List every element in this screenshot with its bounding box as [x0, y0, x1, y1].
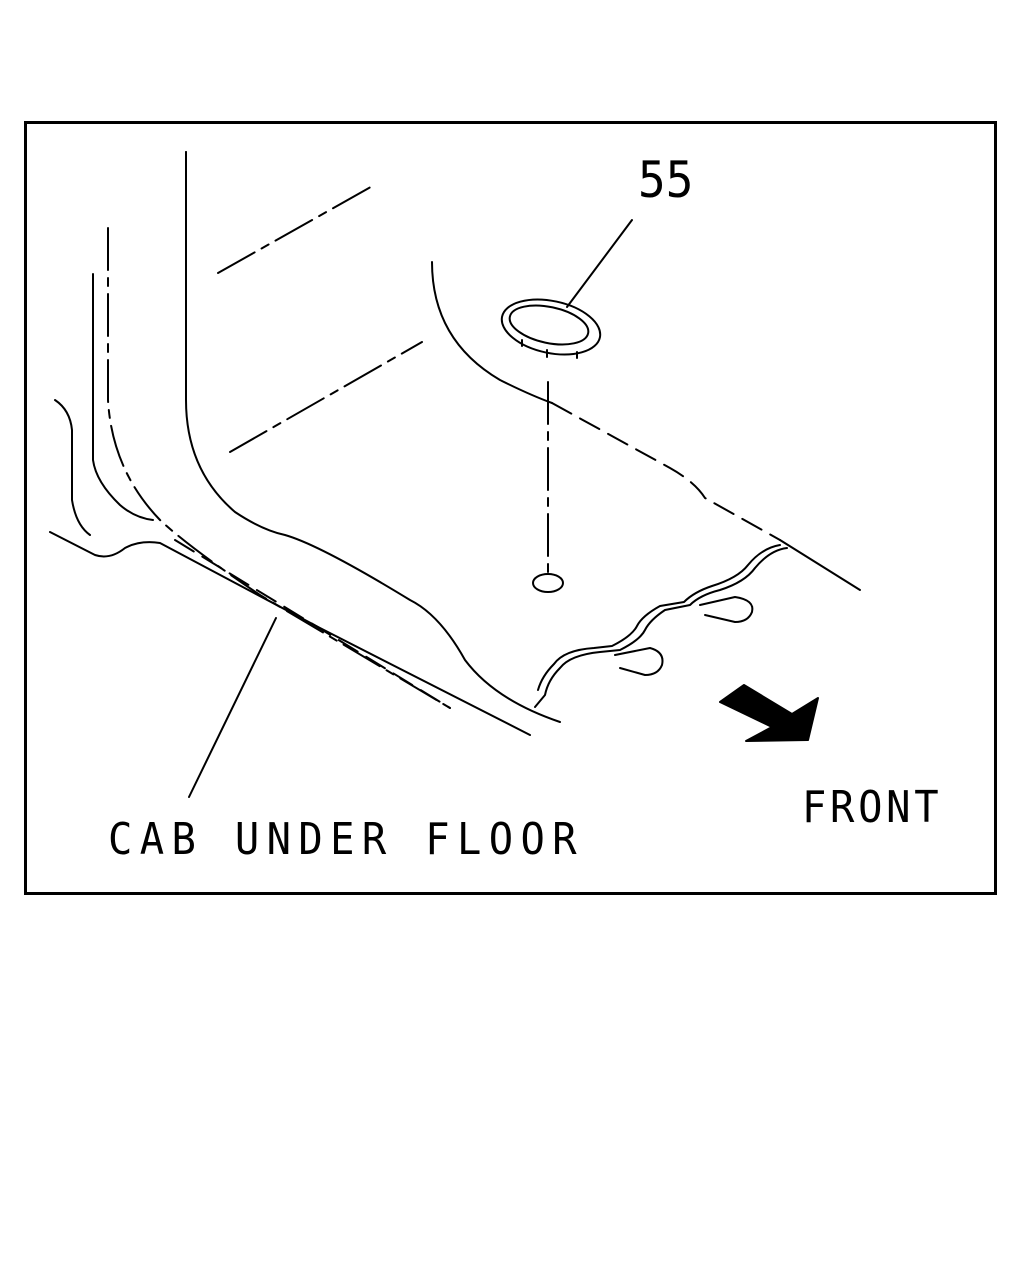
plug-outer	[500, 298, 602, 356]
floor-right-line	[779, 539, 861, 591]
floor-tab-left	[614, 647, 664, 676]
floor-front-edge-inner	[537, 544, 781, 691]
floor-curve	[431, 261, 553, 404]
floor-dash-edge	[551, 402, 781, 541]
hidden-line-lower	[229, 341, 423, 453]
pillar-outer-line	[92, 273, 154, 521]
part-number-label: 55	[638, 151, 694, 209]
front-direction-label: FRONT	[802, 782, 943, 833]
floor-front-edge	[534, 547, 788, 708]
cab-under-floor-label: CAB UNDER FLOOR	[108, 814, 584, 865]
plug-inner	[508, 304, 590, 346]
floor-panel	[431, 261, 861, 708]
diagram-frame	[24, 121, 997, 895]
sill-fold-line	[54, 399, 91, 536]
pillar-inner-line	[185, 151, 561, 723]
cab-pillar	[49, 151, 561, 736]
sill-lower-dash	[174, 539, 451, 709]
sill-edge-line	[49, 531, 531, 736]
plug-55	[500, 219, 633, 593]
hidden-line-upper	[217, 183, 377, 274]
floor-hidden-lines	[185, 151, 423, 453]
cab-leader-line	[188, 617, 277, 798]
arrow-right-down-icon	[719, 684, 819, 742]
leader-line-55	[566, 219, 633, 308]
floor-tab-right	[699, 596, 754, 623]
mounting-hole	[532, 573, 564, 593]
pillar-dash-line	[107, 227, 451, 709]
